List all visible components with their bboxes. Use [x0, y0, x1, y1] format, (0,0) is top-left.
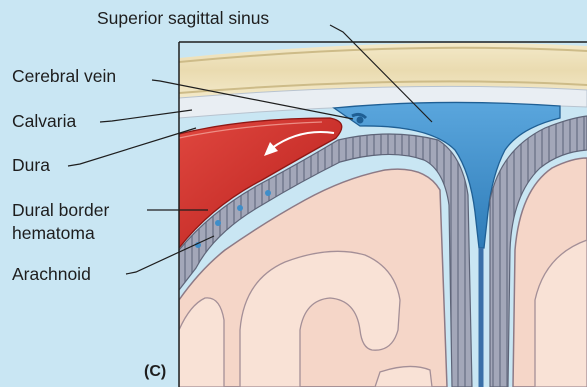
leader-calvaria — [100, 110, 192, 122]
label-arachnoid: Arachnoid — [12, 264, 91, 285]
vein-dot — [237, 205, 243, 211]
label-superior-sagittal-sinus: Superior sagittal sinus — [97, 8, 269, 29]
vein-dot — [215, 220, 221, 226]
vein-dot — [265, 190, 271, 196]
leader-dura — [68, 128, 196, 166]
label-dural-border-hematoma-line2: hematoma — [12, 223, 95, 244]
panel-letter: (C) — [144, 363, 166, 381]
cerebral-vein-lumen — [357, 117, 364, 124]
label-cerebral-vein: Cerebral vein — [12, 66, 116, 87]
label-calvaria: Calvaria — [12, 111, 76, 132]
label-dura: Dura — [12, 155, 50, 176]
label-dural-border-hematoma-line1: Dural border — [12, 200, 109, 221]
